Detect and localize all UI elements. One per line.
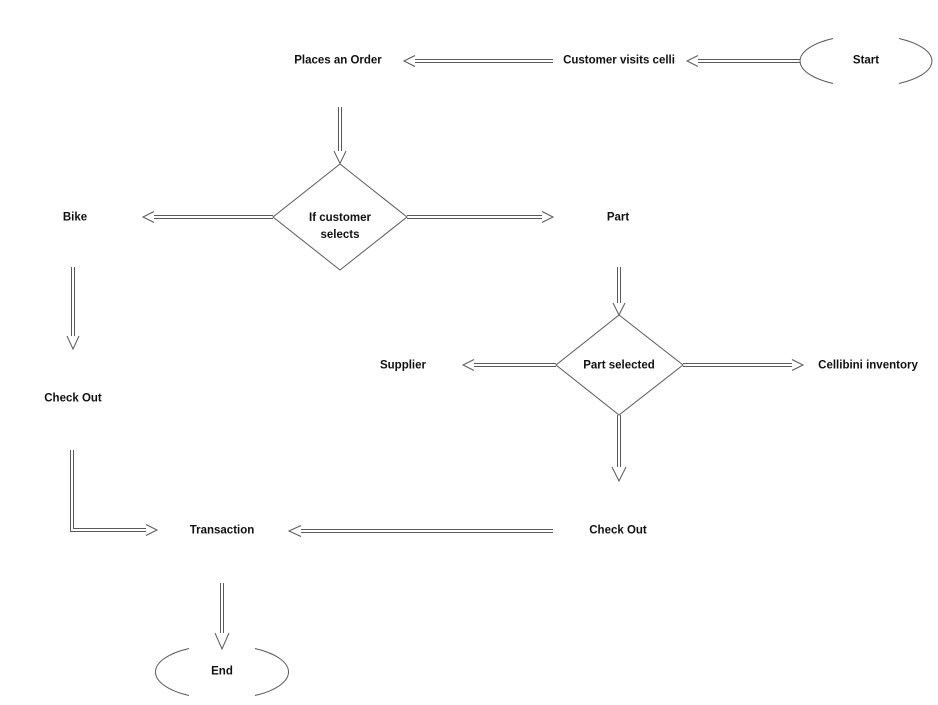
node-cellibini-inventory-label: Cellibini inventory — [818, 359, 918, 372]
terminator-start-shape — [799, 38, 933, 84]
connector-part-selected-to-supplier — [461, 359, 556, 371]
terminator-start-label: Start — [852, 54, 880, 67]
node-check-out-part-label: Check Out — [589, 524, 647, 537]
connector-decision-to-part — [407, 211, 555, 223]
arrowhead-down-icon — [333, 150, 347, 165]
terminator-start-right-arc — [898, 38, 933, 84]
arrowhead-left-icon — [287, 525, 302, 537]
decision-part-selected-label: Part selected — [583, 359, 655, 372]
connector-start-to-customer-visits — [685, 55, 800, 67]
arrowhead-left-icon — [402, 55, 416, 67]
connector-places-order-to-decision — [333, 107, 347, 165]
decision-part-selected-shape — [555, 314, 684, 416]
node-part-label: Part — [606, 211, 630, 224]
arrowhead-down-icon — [66, 335, 80, 351]
node-transaction-label: Transaction — [189, 524, 255, 537]
node-check-out-bike-label: Check Out — [44, 392, 102, 405]
arrowhead-right-icon — [791, 359, 805, 371]
terminator-end-right-arc — [254, 648, 289, 696]
decision-if-customer-selects-shape — [272, 163, 408, 271]
terminator-end-shape — [155, 648, 289, 696]
arrowhead-left-icon — [141, 211, 155, 223]
connector-decision-to-bike — [141, 211, 273, 223]
connector-transaction-to-end — [214, 583, 230, 651]
arrowhead-down-icon — [611, 466, 627, 483]
connector-check-out-part-to-transaction — [287, 525, 553, 537]
node-places-order-label: Places an Order — [294, 54, 382, 67]
connector-part-selected-to-check-out — [611, 415, 627, 483]
node-bike-label: Bike — [62, 211, 88, 224]
arrowhead-down-icon — [214, 632, 230, 651]
node-customer-visits-label: Customer visits celli — [563, 54, 675, 67]
decision-if-customer-selects-label: If customer selects — [309, 212, 371, 241]
terminator-end-label: End — [211, 665, 233, 678]
arrowhead-left-icon — [461, 359, 475, 371]
terminator-end-left-arc — [155, 648, 190, 696]
connector-part-selected-to-cellibini — [683, 359, 805, 371]
arrowhead-left-icon — [685, 55, 699, 67]
arrowhead-right-icon — [541, 211, 555, 223]
arrowhead-right-icon — [145, 524, 159, 536]
arrowhead-down-icon — [612, 302, 626, 317]
connector-customer-visits-to-places-order — [402, 55, 553, 67]
terminator-start-left-arc — [799, 38, 834, 84]
connector-check-out-bike-to-transaction — [70, 450, 159, 536]
connector-part-to-part-selected — [612, 267, 626, 317]
connector-bike-to-check-out — [66, 267, 80, 351]
node-supplier-label: Supplier — [379, 359, 427, 372]
